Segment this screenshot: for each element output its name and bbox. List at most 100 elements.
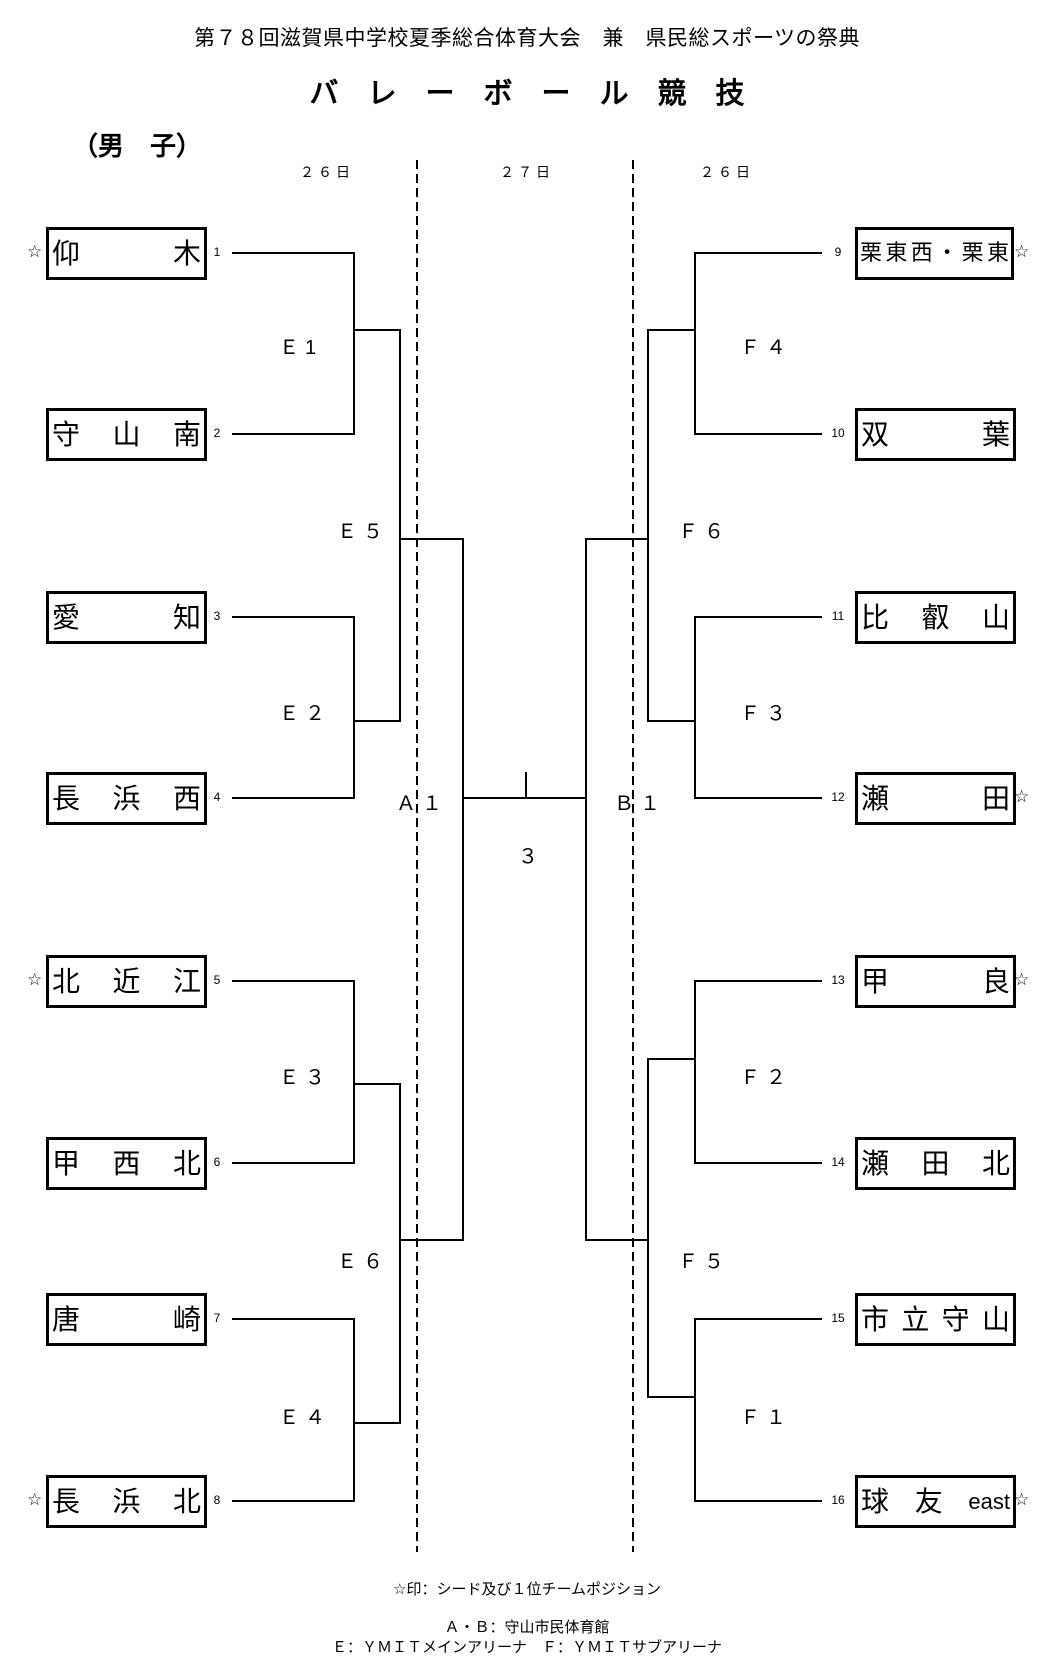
seed-star-icon: ☆: [1014, 787, 1030, 807]
bracket-F2: [694, 980, 822, 1164]
sport-title-char: ー: [541, 76, 571, 110]
team-box: 双葉: [855, 408, 1016, 461]
team-name-part: 北: [52, 964, 81, 998]
team-name-part: 甲: [52, 1146, 81, 1180]
date-center: ２７日: [500, 165, 554, 181]
team-name-part: 愛: [52, 600, 81, 634]
team-name-part: 東: [986, 240, 1009, 266]
team-position-number: 15: [831, 1311, 845, 1325]
match-label-E2: Ｅ２: [279, 703, 331, 725]
team-name-part: 浜: [112, 781, 141, 815]
team-name-part: 浜: [112, 1484, 141, 1518]
team-name-part: east: [968, 1488, 1010, 1514]
match-label-E4: Ｅ４: [279, 1407, 331, 1429]
legend-note: ☆印：シード及び１位チームポジション: [393, 1580, 661, 1598]
team-name-part: 木: [172, 236, 201, 270]
team-name-part: 友: [914, 1484, 943, 1518]
team-position-number: 3: [213, 609, 221, 623]
team-position-number: 16: [831, 1493, 845, 1507]
team-position-number: 5: [213, 973, 221, 987]
sport-title-char: バ: [309, 76, 339, 110]
team-box: 比叡山: [855, 591, 1016, 644]
team-box: 甲西北: [46, 1137, 207, 1190]
team-box: 栗東西・栗東: [855, 227, 1014, 280]
team-position-number: 9: [834, 245, 842, 259]
team-box: 球友 east: [855, 1475, 1016, 1528]
seed-star-icon: ☆: [27, 970, 43, 990]
match-label-third: ３: [518, 846, 544, 868]
team-name-part: 叡: [921, 600, 950, 634]
team-name-part: 比: [861, 600, 890, 634]
team-name-part: 甲: [861, 964, 890, 998]
team-position-number: 10: [831, 426, 845, 440]
team-name-part: 球: [861, 1484, 890, 1518]
team-position-number: 12: [831, 790, 845, 804]
bracket-E6: [354, 1083, 401, 1424]
team-position-number: 1: [213, 245, 221, 259]
bracket-E2: [232, 616, 355, 799]
team-name-part: 市: [861, 1302, 890, 1336]
team-name-part: 東: [885, 240, 908, 266]
bracket-F5: [647, 1058, 695, 1398]
team-name-part: 山: [981, 1302, 1010, 1336]
team-name-part: 唐: [52, 1302, 81, 1336]
team-position-number: 6: [213, 1155, 221, 1169]
seed-star-icon: ☆: [1014, 1490, 1030, 1510]
team-name-part: 田: [921, 1146, 950, 1180]
team-name-part: 瀬: [861, 1146, 890, 1180]
match-label-F3: Ｆ３: [740, 703, 792, 725]
bracket-F4: [694, 252, 822, 435]
team-name-part: 葉: [981, 417, 1010, 451]
tournament-title: 第７８回滋賀県中学校夏季総合体育大会 兼 県民総スポーツの祭典: [193, 26, 861, 50]
team-position-number: 8: [213, 1493, 221, 1507]
team-name-part: 西: [910, 240, 933, 266]
team-name-part: 山: [112, 417, 141, 451]
sport-title-char: ル: [599, 76, 629, 110]
seed-star-icon: ☆: [27, 1490, 43, 1510]
team-name-part: 北: [172, 1484, 201, 1518]
match-label-F5: Ｆ５: [678, 1251, 730, 1273]
venue-ab: Ａ・Ｂ：守山市民体育館: [444, 1618, 610, 1636]
match-label-E3: Ｅ３: [279, 1067, 331, 1089]
team-box: 瀬田: [855, 772, 1016, 825]
bracket-E5: [354, 329, 401, 722]
team-name-part: 双: [861, 417, 890, 451]
match-label-A1: Ａ１: [396, 793, 448, 815]
bracket-E3: [232, 980, 355, 1164]
match-label-B1: Ｂ１: [614, 793, 666, 815]
venue-ef: Ｅ：ＹＭＩＴメインアリーナ Ｆ：ＹＭＩＴサブアリーナ: [331, 1638, 722, 1656]
team-name-part: 南: [172, 417, 201, 451]
team-name-part: 知: [172, 600, 201, 634]
bracket-F6: [647, 329, 695, 722]
sport-title-char: ボ: [483, 76, 513, 110]
team-name-part: 守: [941, 1302, 970, 1336]
bracket-F1: [694, 1318, 822, 1502]
seed-star-icon: ☆: [1014, 242, 1030, 262]
team-name-part: 近: [112, 964, 141, 998]
division-label: （男 子）: [72, 132, 203, 162]
team-box: 守山南: [46, 408, 207, 461]
team-name-part: ・: [936, 240, 959, 266]
team-box: 仰木: [46, 227, 207, 280]
bracket-B1: [585, 538, 648, 1241]
team-name-part: 守: [52, 417, 81, 451]
team-name-part: 栗: [961, 240, 984, 266]
sport-title-char: 技: [715, 76, 745, 110]
team-name-part: 栗: [860, 240, 883, 266]
match-label-F1: Ｆ１: [740, 1407, 792, 1429]
team-name-part: 北: [172, 1146, 201, 1180]
team-position-number: 14: [831, 1155, 845, 1169]
bracket-F3: [694, 616, 822, 799]
team-name-part: 江: [172, 964, 201, 998]
sport-title-char: ー: [425, 76, 455, 110]
team-name-part: 瀬: [861, 781, 890, 815]
seed-star-icon: ☆: [1014, 970, 1030, 990]
match-label-E6: Ｅ６: [337, 1251, 389, 1273]
match-label-F6: Ｆ６: [678, 521, 730, 543]
team-position-number: 2: [213, 426, 221, 440]
team-name-part: 山: [981, 600, 1010, 634]
team-name-part: 崎: [172, 1302, 201, 1336]
team-name-part: 田: [981, 781, 1010, 815]
seed-star-icon: ☆: [27, 242, 43, 262]
